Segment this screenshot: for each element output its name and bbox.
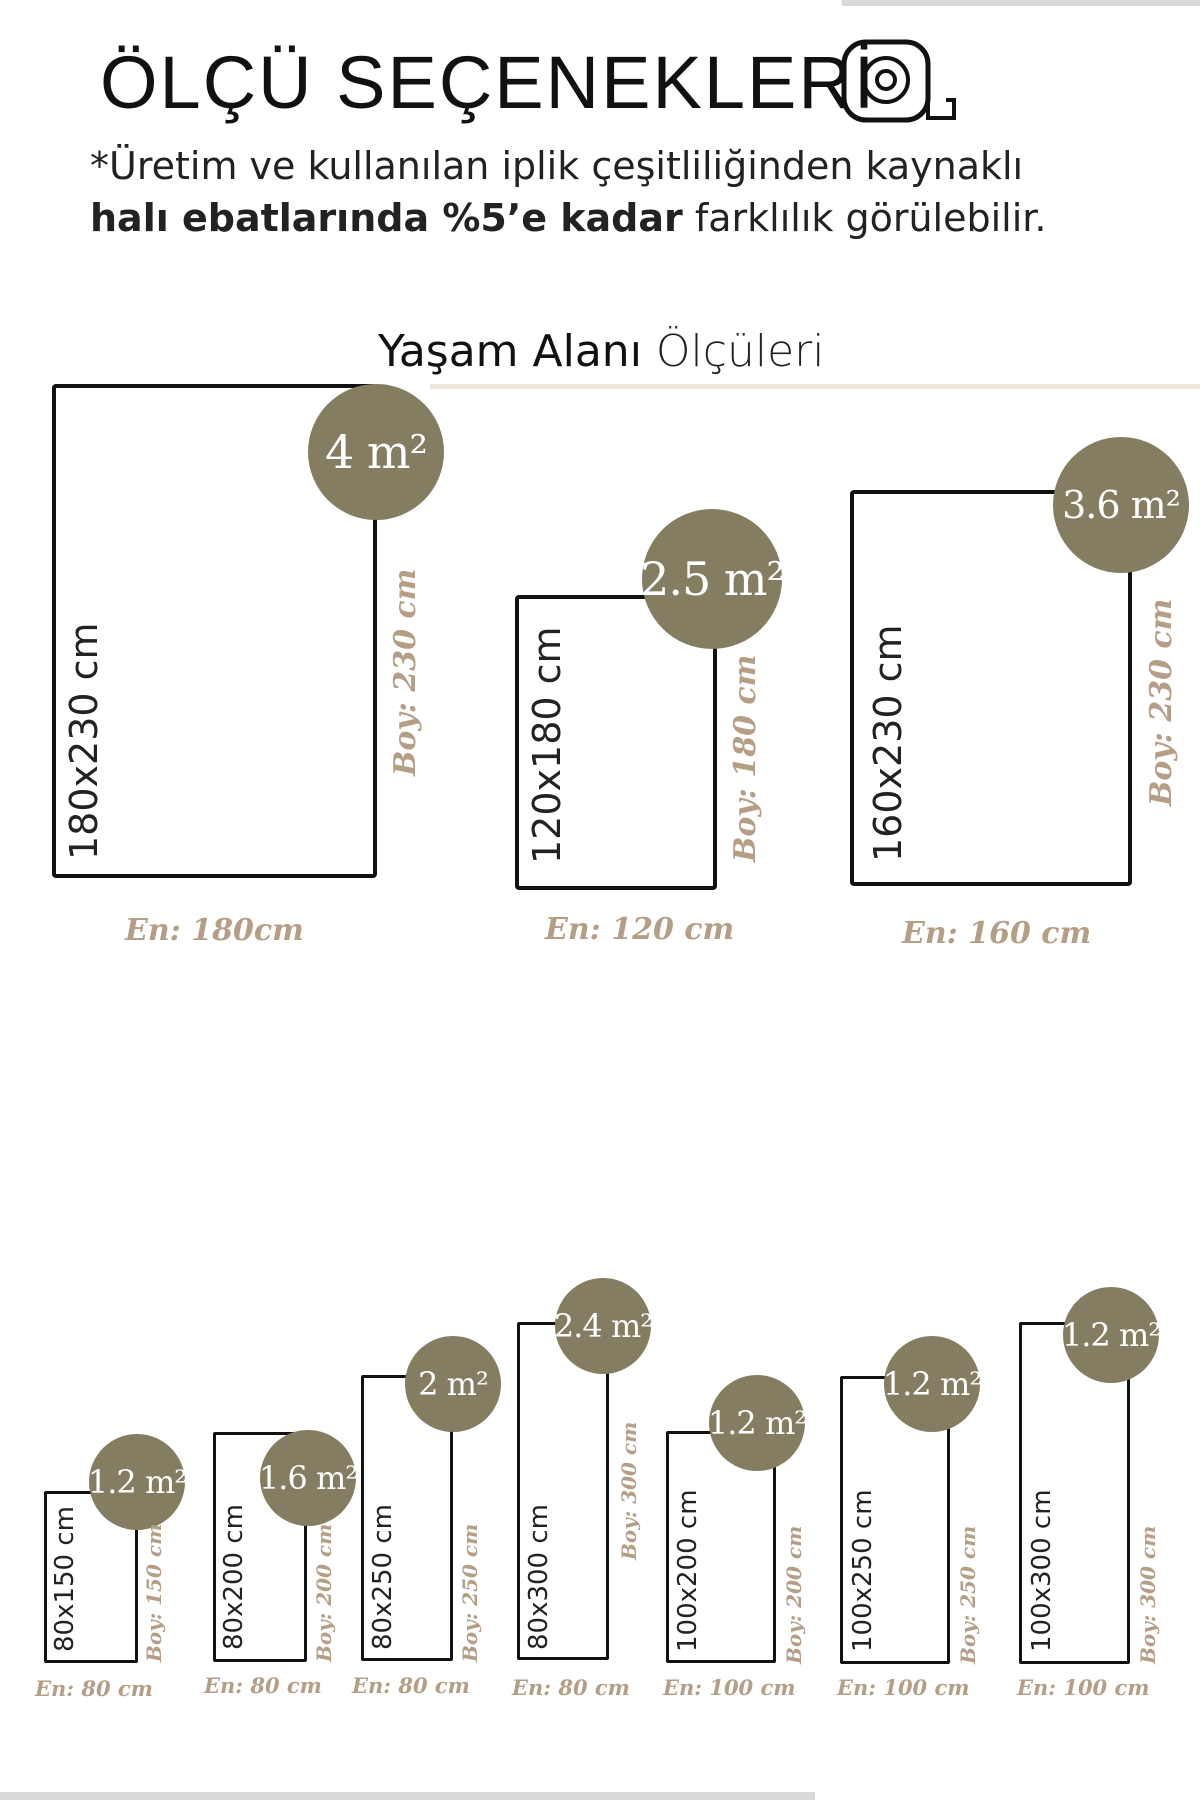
note-suffix-text: farklılık görülebilir.: [682, 196, 1047, 240]
area-badge: 2.4 m²: [554, 1278, 653, 1374]
rug-size-label: 100x300 cm: [1027, 1489, 1057, 1652]
width-label: En: 120 cm: [545, 912, 735, 947]
area-badge: 1.6 m²: [259, 1430, 358, 1526]
area-badge: 1.2 m²: [708, 1375, 807, 1471]
rug-size-label: 80x300 cm: [524, 1504, 554, 1650]
width-label: En: 100 cm: [837, 1675, 970, 1700]
area-badge: 1.2 m²: [883, 1336, 982, 1432]
width-label: En: 80 cm: [512, 1675, 630, 1700]
rug-size-label: 80x150 cm: [50, 1506, 80, 1652]
length-label: Boy: 300 cm: [617, 1421, 641, 1560]
width-label: En: 80 cm: [204, 1673, 322, 1698]
rug-size-label: 100x200 cm: [673, 1489, 703, 1652]
length-label: Boy: 200 cm: [312, 1523, 336, 1662]
note-bold-text: halı ebatlarında %5’e kadar: [90, 196, 683, 240]
note-line-1: *Üretim ve kullanılan iplik çeşitliliğin…: [90, 144, 1024, 188]
rug-outline: [515, 595, 717, 890]
area-badge: 2.5 m²: [640, 509, 785, 649]
section-divider: [430, 384, 1200, 389]
width-label: En: 80 cm: [35, 1676, 153, 1701]
bottom-divider: [0, 1792, 815, 1800]
area-badge: 1.2 m²: [1062, 1287, 1161, 1383]
rug-size-label: 80x250 cm: [368, 1504, 398, 1650]
section-title-light: Ölçüleri: [641, 326, 825, 377]
length-label: Boy: 200 cm: [782, 1525, 806, 1664]
rug-size-label: 180x230 cm: [62, 622, 106, 860]
rug-size-label: 120x180 cm: [525, 626, 569, 864]
section-title: Yaşam Alanı Ölçüleri: [378, 326, 824, 377]
length-label: Boy: 150 cm: [142, 1523, 166, 1662]
section-title-bold: Yaşam Alanı: [378, 326, 642, 377]
area-badge: 2 m²: [405, 1336, 501, 1432]
length-label: Boy: 250 cm: [956, 1525, 980, 1664]
size-tolerance-note: *Üretim ve kullanılan iplik çeşitliliğin…: [90, 140, 1180, 244]
width-label: En: 80 cm: [352, 1673, 470, 1698]
rug-size-label: 100x250 cm: [848, 1489, 878, 1652]
area-badge: 1.2 m²: [88, 1434, 187, 1530]
rug-outline: [517, 1322, 609, 1660]
top-divider: [842, 0, 1200, 6]
measuring-tape-icon: [841, 39, 956, 123]
width-label: En: 100 cm: [663, 1675, 796, 1700]
width-label: En: 100 cm: [1017, 1675, 1150, 1700]
length-label: Boy: 250 cm: [458, 1523, 482, 1662]
length-label: Boy: 180 cm: [728, 654, 763, 862]
width-label: En: 160 cm: [902, 916, 1092, 951]
length-label: Boy: 230 cm: [388, 568, 423, 776]
note-line-2: halı ebatlarında %5’e kadar farklılık gö…: [90, 192, 1180, 244]
page-title: ÖLÇÜ SEÇENEKLERİ: [100, 41, 877, 124]
length-label: Boy: 230 cm: [1144, 598, 1179, 806]
width-label: En: 180cm: [125, 913, 304, 948]
rug-size-label: 160x230 cm: [866, 624, 910, 862]
area-badge: 3.6 m²: [1053, 437, 1189, 573]
length-label: Boy: 300 cm: [1136, 1525, 1160, 1664]
area-badge: 4 m²: [308, 384, 444, 520]
rug-size-label: 80x200 cm: [219, 1504, 249, 1650]
